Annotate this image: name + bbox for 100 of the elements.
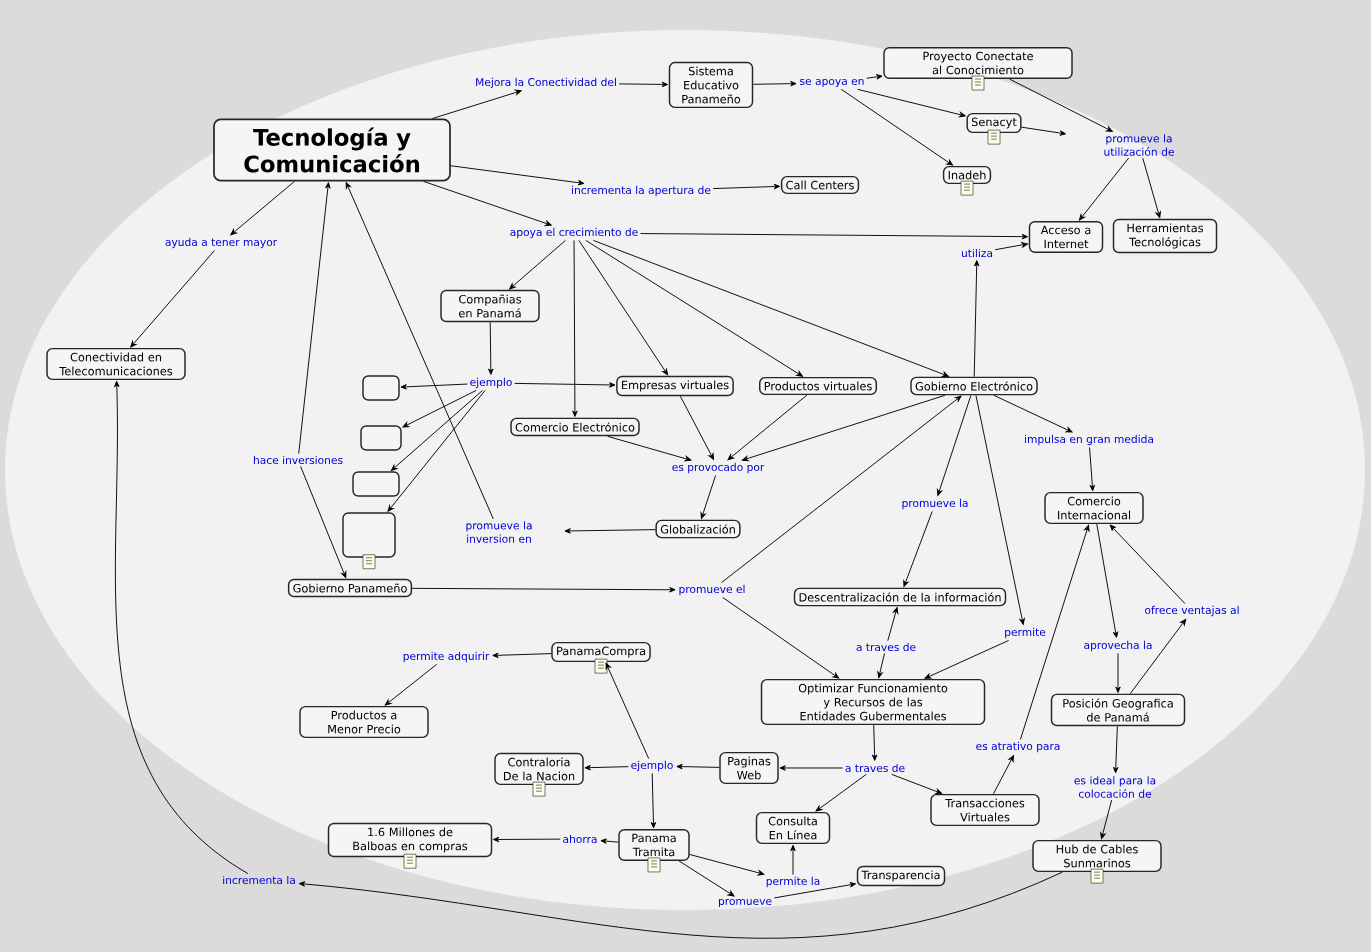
arrow <box>741 394 946 462</box>
linking-phrase: promueve la inversion en <box>466 521 532 543</box>
concept-box: Comercio Electrónico <box>510 417 640 437</box>
concept-box: Hub de Cables Sunmarinos <box>1032 839 1162 873</box>
concept-box: Paginas Web <box>719 751 779 785</box>
arrow <box>607 435 692 462</box>
arrow <box>994 242 1029 251</box>
arrow <box>924 639 1010 679</box>
arrow <box>752 80 797 87</box>
concept-box: PanamaCompra <box>551 641 651 663</box>
arrow <box>600 838 619 844</box>
linking-phrase: ofrece ventajas al <box>1145 605 1239 617</box>
concept-box: 1.6 Millones de Balboas en compras <box>327 822 493 858</box>
concept-box <box>352 471 400 497</box>
arrow <box>492 652 552 659</box>
arrow <box>640 233 1029 240</box>
arrow <box>423 180 552 227</box>
concept-box <box>360 425 402 451</box>
arrow <box>877 652 885 679</box>
arrow <box>431 89 522 120</box>
arrow <box>1142 157 1161 219</box>
concept-box: Transparencia <box>856 865 946 887</box>
concept-box: Posición Geografica de Panamá <box>1050 693 1186 727</box>
arrow <box>1115 652 1121 693</box>
arrow <box>815 773 867 812</box>
concept-box: Optimizar Funcionamiento y Recursos de las Entidades Gubermentales <box>760 678 986 726</box>
concept-box: Herramientas Tecnológicas <box>1112 218 1218 254</box>
linking-phrase: promueve la utilización de <box>1104 134 1174 156</box>
concept-box: Compañias en Panamá <box>440 289 540 323</box>
arrow <box>1009 78 1113 132</box>
arrow <box>676 763 720 770</box>
concept-box: Contraloria De la Nacion <box>494 752 584 786</box>
arrow <box>790 844 796 876</box>
linking-phrase: es provocado por <box>672 462 765 474</box>
concept-box: Sistema Educativo Panameño <box>668 61 754 109</box>
arrow <box>779 765 844 771</box>
arrow <box>402 389 477 428</box>
arrow <box>1089 446 1096 492</box>
arrow <box>975 394 1025 625</box>
arrow <box>387 389 486 512</box>
arrow <box>605 662 650 760</box>
concept-box: Conectividad en Telecomunicaciones <box>46 347 186 381</box>
arrow <box>866 74 883 80</box>
linking-phrase: hace inversiones <box>253 455 343 465</box>
arrow <box>973 260 980 378</box>
linking-phrase: permite la <box>766 876 820 888</box>
arrow <box>514 382 616 388</box>
arrow <box>773 882 857 899</box>
arrow <box>1129 618 1187 695</box>
arrow <box>1113 725 1119 774</box>
linking-phrase: ahorra <box>563 834 597 844</box>
arrow <box>678 860 735 897</box>
arrow <box>993 394 1073 433</box>
arrow <box>493 836 561 843</box>
linking-phrase: a traves de <box>845 763 905 773</box>
linking-phrase: a traves de <box>856 642 916 652</box>
concept-box <box>362 375 400 401</box>
arrow <box>679 395 714 460</box>
linking-phrase: incrementa la apertura de <box>572 185 711 197</box>
arrow <box>585 239 803 377</box>
linking-phrase: ayuda a tener mayor <box>165 237 278 249</box>
arrow <box>993 755 1014 795</box>
arrow <box>712 183 781 190</box>
linking-phrase: incrementa la <box>223 875 295 885</box>
linking-phrase: Mejora la Conectividad del <box>476 77 616 89</box>
arrow <box>891 773 943 795</box>
arrow <box>887 607 899 642</box>
concept-box: Productos virtuales <box>759 376 878 396</box>
arrow <box>450 165 585 186</box>
arrow <box>584 764 629 771</box>
concept-box: Call Centers <box>780 175 860 195</box>
arrow <box>298 871 1063 939</box>
arrow <box>700 474 717 519</box>
linking-phrase: utiliza <box>961 248 993 258</box>
linking-phrase: es ideal para la colocación de <box>1074 776 1156 798</box>
arrow <box>345 182 494 520</box>
linking-phrase: promueve el <box>679 584 745 596</box>
concept-box: Consulta En Línea <box>755 811 831 845</box>
concept-box: Comercio Internacional <box>1044 491 1144 525</box>
arrow <box>384 663 438 706</box>
arrow <box>1096 523 1119 638</box>
linking-phrase: apoya el crecimiento de <box>510 227 638 239</box>
concept-box: Tecnología y Comunicación <box>213 118 451 182</box>
arrow <box>572 239 578 417</box>
arrow <box>857 88 966 118</box>
arrow <box>300 465 347 579</box>
concept-box: Acceso a Internet <box>1028 221 1104 253</box>
arrow <box>488 321 494 375</box>
concept-box: Panama Tramita <box>618 829 690 861</box>
linking-phrase: permite <box>1005 627 1046 639</box>
arrow <box>114 380 249 875</box>
arrow <box>509 239 566 290</box>
linking-phrase: ejemplo <box>470 377 512 389</box>
linking-phrase: ejemplo <box>631 760 673 772</box>
arrow <box>618 81 669 88</box>
arrow <box>689 854 765 876</box>
arrow <box>650 772 657 829</box>
concept-box <box>342 512 396 558</box>
arrow <box>130 249 216 348</box>
arrow <box>1109 524 1186 605</box>
